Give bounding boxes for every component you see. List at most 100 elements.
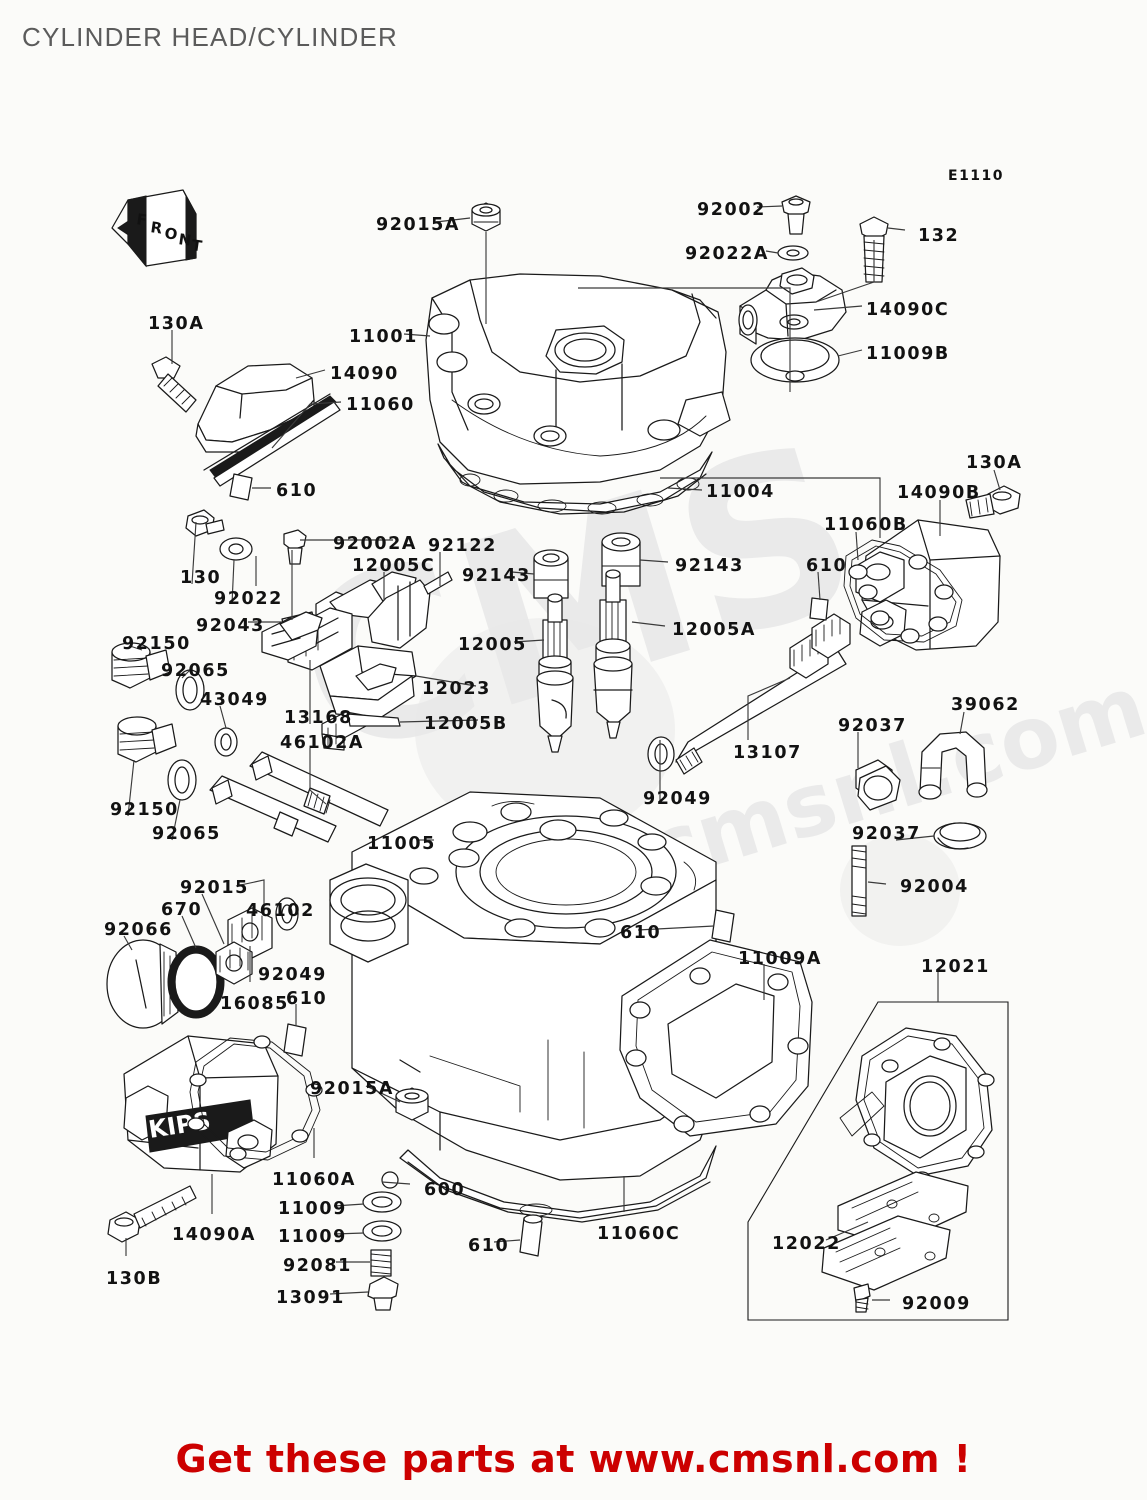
kips-cover-14090A: KIPS <box>123 1035 279 1173</box>
part-number-12022[interactable]: 12022 <box>772 1234 841 1254</box>
part-number-13091[interactable]: 13091 <box>276 1288 345 1308</box>
washer-92022 <box>219 537 253 561</box>
drain-plug-13091 <box>367 1276 399 1311</box>
part-number-92049[interactable]: 92049 <box>258 965 327 985</box>
part-number-12005b[interactable]: 12005B <box>424 714 508 734</box>
dowel-pin-610-11009A <box>711 909 735 943</box>
part-number-610[interactable]: 610 <box>806 556 848 576</box>
part-number-670[interactable]: 670 <box>161 900 203 920</box>
part-number-12023[interactable]: 12023 <box>422 679 491 699</box>
rod-46102 <box>209 775 337 843</box>
part-number-92015[interactable]: 92015 <box>180 878 249 898</box>
part-number-11009[interactable]: 11009 <box>278 1227 347 1247</box>
footer-promo: Get these parts at www.cmsnl.com ! <box>175 1437 972 1481</box>
part-number-92015a[interactable]: 92015A <box>310 1079 395 1099</box>
part-number-43049[interactable]: 43049 <box>200 690 269 710</box>
part-number-92002a[interactable]: 92002A <box>333 534 418 554</box>
part-number-92143[interactable]: 92143 <box>462 566 531 586</box>
part-number-11060b[interactable]: 11060B <box>824 515 908 535</box>
stud-92004 <box>851 845 867 917</box>
part-number-92004[interactable]: 92004 <box>900 877 969 897</box>
gasket-11009-lower <box>362 1220 402 1242</box>
bolt-92002 <box>781 195 811 235</box>
part-number-92065[interactable]: 92065 <box>161 661 230 681</box>
part-number-92037[interactable]: 92037 <box>838 716 907 736</box>
part-number-11004[interactable]: 11004 <box>706 482 775 502</box>
part-number-132[interactable]: 132 <box>918 226 960 246</box>
part-number-46102[interactable]: 46102 <box>246 901 315 921</box>
part-number-11060a[interactable]: 11060A <box>272 1170 357 1190</box>
part-number-14090[interactable]: 14090 <box>330 364 399 384</box>
part-number-16085[interactable]: 16085 <box>220 994 289 1014</box>
part-number-130[interactable]: 130 <box>180 568 222 588</box>
svg-text:F: F <box>135 210 148 229</box>
kips-cover-14090B <box>855 519 1001 651</box>
gasket-11060A <box>187 1035 323 1161</box>
part-number-92150[interactable]: 92150 <box>122 634 191 654</box>
part-number-12005[interactable]: 12005 <box>458 635 527 655</box>
part-number-92065[interactable]: 92065 <box>152 824 221 844</box>
part-number-13107[interactable]: 13107 <box>733 743 802 763</box>
svg-text:O: O <box>163 224 178 244</box>
part-number-92143[interactable]: 92143 <box>675 556 744 576</box>
seal-92049-mid <box>647 736 675 772</box>
part-number-92009[interactable]: 92009 <box>902 1294 971 1314</box>
part-number-610[interactable]: 610 <box>620 923 662 943</box>
water-hose-39062 <box>918 731 988 800</box>
part-number-92002[interactable]: 92002 <box>697 200 766 220</box>
part-number-92066[interactable]: 92066 <box>104 920 173 940</box>
part-number-610[interactable]: 610 <box>276 481 318 501</box>
reed-valve-assembly-box <box>747 1001 1009 1321</box>
part-number-92037[interactable]: 92037 <box>852 824 921 844</box>
part-number-12005a[interactable]: 12005A <box>672 620 757 640</box>
flange-nut-92015A-top <box>471 202 501 232</box>
gasket-11060B <box>843 539 963 644</box>
lever-13168 <box>261 611 323 661</box>
part-number-14090a[interactable]: 14090A <box>172 1225 257 1245</box>
part-number-92049[interactable]: 92049 <box>643 789 712 809</box>
part-number-12005c[interactable]: 12005C <box>352 556 436 576</box>
part-number-39062[interactable]: 39062 <box>951 695 1020 715</box>
part-number-11009[interactable]: 11009 <box>278 1199 347 1219</box>
part-number-11001[interactable]: 11001 <box>349 327 418 347</box>
rod-46102A <box>249 751 389 827</box>
part-number-92150[interactable]: 92150 <box>110 800 179 820</box>
water-fitting-14090C <box>738 267 847 345</box>
diagram-code: E1110 <box>948 168 1005 184</box>
part-number-14090b[interactable]: 14090B <box>897 483 981 503</box>
part-number-600[interactable]: 600 <box>424 1180 466 1200</box>
part-number-130a[interactable]: 130A <box>148 314 205 334</box>
part-number-46102a[interactable]: 46102A <box>280 733 365 753</box>
part-number-92022[interactable]: 92022 <box>214 589 283 609</box>
part-number-14090c[interactable]: 14090C <box>866 300 950 320</box>
part-number-92015a[interactable]: 92015A <box>376 215 461 235</box>
part-number-130b[interactable]: 130B <box>106 1269 163 1289</box>
part-number-12021[interactable]: 12021 <box>921 957 990 977</box>
bearing-600 <box>381 1171 399 1189</box>
flange-nut-92015A-lower <box>395 1087 429 1121</box>
part-number-130a[interactable]: 130A <box>966 453 1023 473</box>
part-number-11060c[interactable]: 11060C <box>597 1224 681 1244</box>
plug-92150-upper <box>111 642 171 689</box>
collar-92143-left <box>533 549 569 599</box>
clamp-92037-upper <box>855 759 901 811</box>
part-number-92122[interactable]: 92122 <box>428 536 497 556</box>
kips-valve-12005A <box>593 569 633 739</box>
part-number-13168[interactable]: 13168 <box>284 708 353 728</box>
oring-670 <box>167 945 225 1019</box>
part-number-92081[interactable]: 92081 <box>283 1256 352 1276</box>
part-number-610[interactable]: 610 <box>286 989 328 1009</box>
svg-text:R: R <box>149 218 163 237</box>
part-number-11009b[interactable]: 11009B <box>866 344 950 364</box>
part-number-11009a[interactable]: 11009A <box>738 949 823 969</box>
part-number-92022a[interactable]: 92022A <box>685 244 770 264</box>
part-number-610[interactable]: 610 <box>468 1236 510 1256</box>
plug-92150-lower <box>117 716 177 763</box>
part-number-92043[interactable]: 92043 <box>196 616 265 636</box>
part-number-11005[interactable]: 11005 <box>367 834 436 854</box>
part-number-11060[interactable]: 11060 <box>346 395 415 415</box>
front-direction-marker: F R O N T <box>111 189 204 268</box>
kips-valve-12005 <box>536 593 574 753</box>
